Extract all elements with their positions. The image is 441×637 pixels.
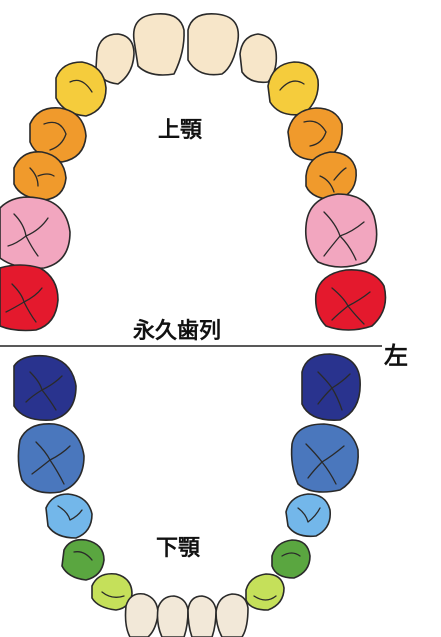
lower-right-second-premolar <box>285 493 332 538</box>
upper-left-first-molar <box>0 196 71 270</box>
lower-jaw-label: 下顎 <box>156 536 201 561</box>
lower-left-first-premolar <box>61 538 105 581</box>
upper-right-second-premolar <box>305 151 357 201</box>
lower-left-first-molar <box>17 423 85 494</box>
lower-right-canine <box>245 573 285 611</box>
lower-right-first-premolar <box>271 539 311 579</box>
upper-right-second-molar <box>314 269 387 331</box>
lower-jaw <box>13 353 361 637</box>
lower-right-central-incisor <box>187 595 217 637</box>
upper-left-lateral-incisor <box>95 33 135 85</box>
lower-right-lateral-incisor <box>215 593 249 637</box>
lower-left-central-incisor <box>156 595 189 637</box>
lower-left-lateral-incisor <box>124 592 159 637</box>
upper-right-first-premolar <box>287 107 343 162</box>
upper-left-central-incisor <box>132 13 185 76</box>
upper-right-canine <box>267 61 320 116</box>
upper-right-first-molar <box>304 193 378 268</box>
diagram-title: 永久歯列 <box>133 319 222 344</box>
left-side-label: 左 <box>384 342 408 370</box>
upper-jaw <box>0 13 387 332</box>
upper-left-second-molar <box>0 264 59 332</box>
lower-left-canine <box>91 572 133 611</box>
upper-jaw-label: 上顎 <box>158 118 203 143</box>
upper-right-lateral-incisor <box>239 33 278 84</box>
lower-right-first-molar <box>290 423 359 493</box>
upper-right-central-incisor <box>187 13 240 76</box>
